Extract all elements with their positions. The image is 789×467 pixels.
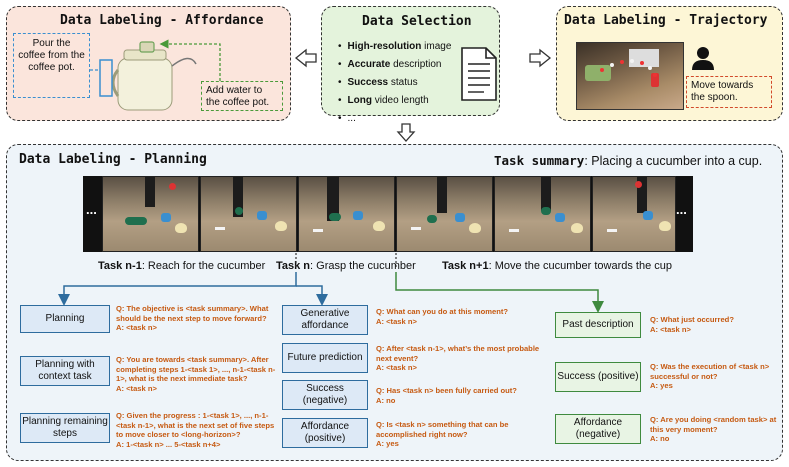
affordance-positive-box: Affordance (positive) (282, 418, 368, 448)
film-ellipsis-left: ... (86, 202, 97, 217)
selection-item: Accurate description (338, 56, 451, 74)
success-positive-box: Success (positive) (555, 362, 641, 392)
task-label-prev: Task n-1: Reach for the cucumber (98, 260, 266, 272)
video-frame (102, 176, 199, 252)
connector-line (296, 285, 328, 306)
trajectory-title: Data Labeling - Trajectory (564, 13, 768, 28)
past-description-box: Past description (555, 312, 641, 338)
planning-remaining-qa: Q: Given the progress : 1-<task 1>, ...,… (116, 411, 275, 449)
planning-context-box: Planning with context task (20, 356, 110, 386)
affordance-negative-qa: Q: Are you doing <random task> at this v… (650, 415, 777, 444)
generative-affordance-qa: Q: What can you do at this moment?A: <ta… (376, 307, 509, 326)
planning-remaining-box: Planning remaining steps (20, 413, 110, 443)
selection-list: High-resolution image Accurate descripti… (338, 38, 452, 128)
selection-item: ... (338, 110, 451, 128)
success-negative-box: Success (negative) (282, 380, 368, 410)
affordance-positive-qa: Q: Is <task n> something that can be acc… (376, 420, 509, 449)
selection-item: Success status (338, 74, 451, 92)
video-frame (396, 176, 493, 252)
connector-line (58, 272, 297, 306)
task-summary: Task summary: Placing a cucumber into a … (494, 153, 763, 168)
connector-line (395, 272, 604, 313)
video-frame (592, 176, 676, 252)
task-label-next: Task n+1: Move the cucumber towards the … (442, 260, 673, 272)
selection-title: Data Selection (362, 14, 472, 29)
connector-line (159, 39, 221, 81)
future-prediction-box: Future prediction (282, 343, 368, 373)
document-icon (461, 47, 497, 101)
video-frame (298, 176, 395, 252)
trajectory-path (600, 59, 657, 77)
affordance-title: Data Labeling - Affordance (60, 13, 264, 28)
future-prediction-qa: Q: After <task n-1>, what’s the most pro… (376, 344, 540, 373)
success-positive-qa: Q: Was the execution of <task n> success… (650, 362, 770, 391)
affordance-right-note: Add water to the coffee pot. (201, 81, 283, 111)
selection-item: Long video length (338, 92, 451, 110)
planning-title: Data Labeling - Planning (19, 152, 207, 167)
arrow-left-icon (294, 48, 317, 68)
video-frame (200, 176, 297, 252)
affordance-negative-box: Affordance (negative) (555, 414, 641, 444)
affordance-left-note: Pour the coffee from the coffee pot. (13, 33, 90, 98)
selection-item: High-resolution image (338, 38, 452, 56)
video-frame (494, 176, 591, 252)
trajectory-note: Move towards the spoon. (686, 76, 772, 108)
planning-qa: Q: The objective is <task summary>. What… (116, 304, 269, 333)
planning-context-qa: Q: You are towards <task summary>. After… (116, 355, 276, 393)
past-description-qa: Q: What just occurred?A: <task n> (650, 315, 734, 334)
success-negative-qa: Q: Has <task n> been fully carried out?A… (376, 386, 517, 405)
arrow-right-icon (529, 48, 552, 68)
task-label-current: Task n: Grasp the cucumber (276, 260, 416, 272)
arrow-down-icon (396, 123, 416, 142)
trajectory-photo (576, 42, 684, 110)
planning-box: Planning (20, 305, 110, 333)
kettle-illustration (99, 41, 197, 111)
film-ellipsis-right: ... (676, 202, 687, 217)
person-icon (692, 47, 714, 70)
